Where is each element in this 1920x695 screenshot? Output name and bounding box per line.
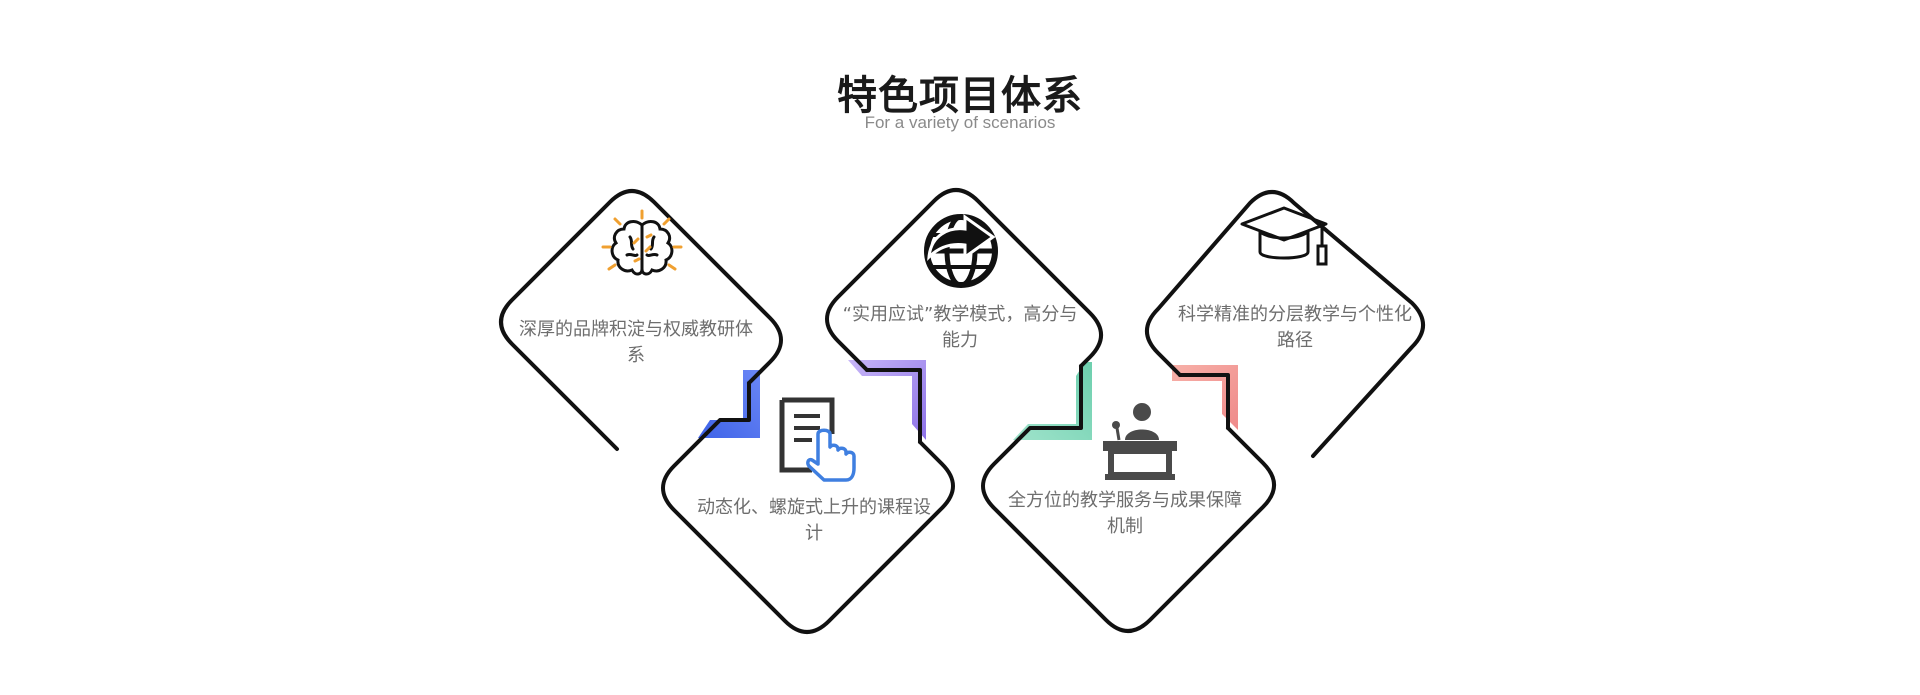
card-outline-4 (981, 426, 1276, 633)
lecturer-podium-icon (1095, 398, 1185, 488)
card-text-2: 动态化、螺旋式上升的课程设计 (697, 497, 931, 544)
card-outline-1 (499, 189, 783, 451)
card-text-4: 全方位的教学服务与成果保障机制 (1008, 490, 1242, 537)
page-title: 特色项目体系 (837, 73, 1083, 119)
card-outline-2 (661, 432, 955, 634)
connector-mint (1013, 362, 1092, 440)
card-text-1: 深厚的品牌积淀与权威教研体系 (519, 319, 753, 366)
card-outline-3 (825, 188, 1103, 372)
brain-icon (597, 207, 687, 297)
document-click-icon (770, 394, 860, 484)
globe-arrow-icon (915, 205, 1005, 295)
card-outline-5 (1145, 190, 1425, 458)
graduation-cap-icon (1238, 200, 1328, 290)
card-text-5: 科学精准的分层教学与个性化路径 (1178, 304, 1412, 351)
card-text-3: “实用应试”教学模式，高分与能力 (842, 304, 1078, 351)
page-subtitle: For a variety of scenarios (864, 113, 1056, 132)
